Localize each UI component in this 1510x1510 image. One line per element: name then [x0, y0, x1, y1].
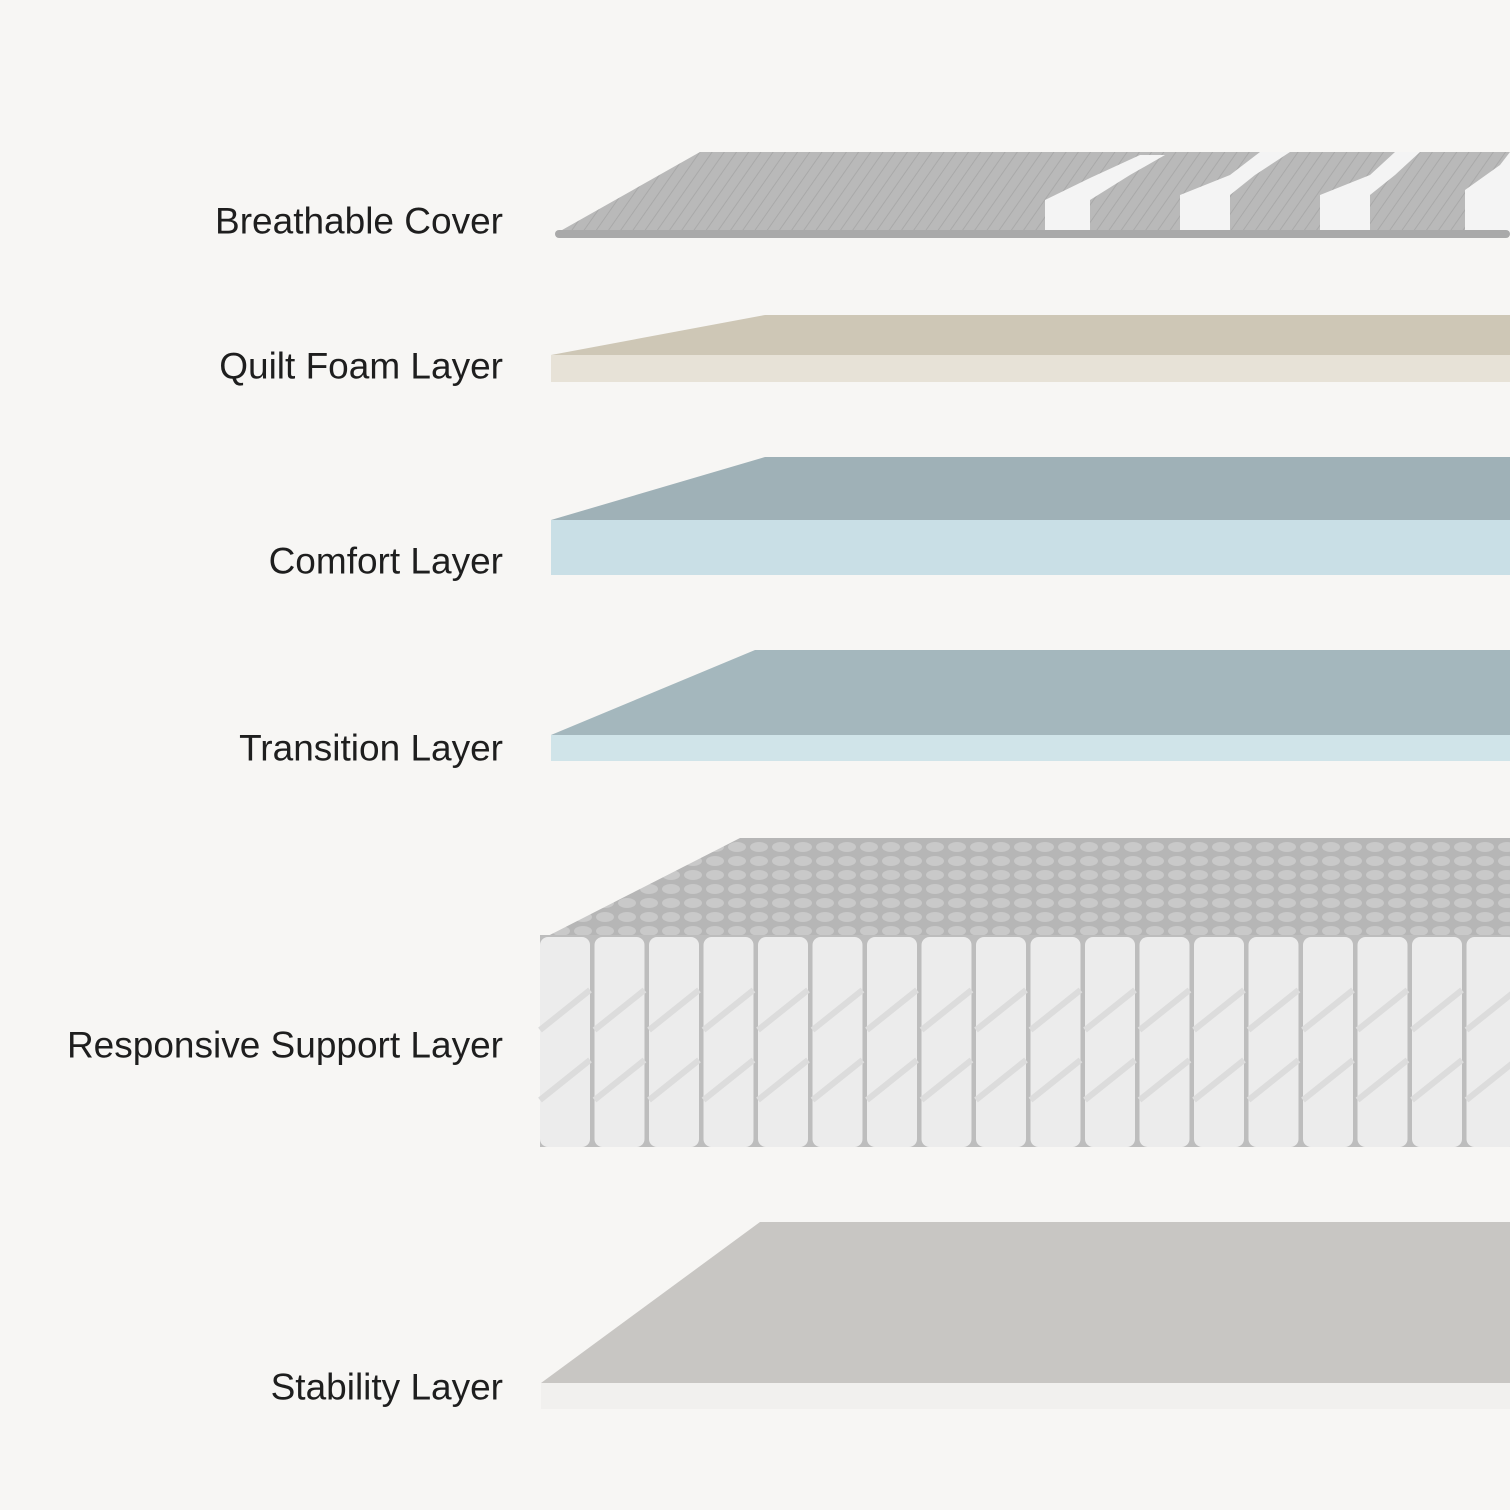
coil-twist-shading — [1083, 987, 1137, 1103]
responsive-support-layer — [538, 838, 1510, 1147]
label-quilt-foam-layer: Quilt Foam Layer — [219, 345, 503, 387]
stability-layer — [541, 1222, 1510, 1409]
coil-twist-shading — [1355, 987, 1410, 1103]
label-transition-layer: Transition Layer — [239, 727, 503, 769]
coil-twist-shading — [919, 987, 974, 1103]
pocket-coil — [594, 937, 645, 1147]
coil-twist-shading — [701, 987, 756, 1103]
pocket-coil — [1466, 937, 1510, 1147]
coil-twist-shading — [1028, 987, 1083, 1103]
pocket-coil — [1357, 937, 1408, 1147]
quilt-foam-layer — [551, 315, 1510, 382]
coil-twist-shading — [865, 987, 919, 1103]
label-responsive-support-layer: Responsive Support Layer — [66, 1024, 503, 1066]
transition-layer — [551, 650, 1510, 761]
pocket-coil — [1303, 937, 1353, 1147]
label-breathable-cover: Breathable Cover — [215, 200, 503, 242]
coil-twist-shading — [1410, 987, 1464, 1103]
pocket-coil — [921, 937, 972, 1147]
pocket-coil — [1139, 937, 1190, 1147]
coil-twist-shading — [538, 987, 592, 1103]
coil-twist-shading — [1137, 987, 1192, 1103]
breathable-cover-layer — [555, 152, 1510, 238]
pocket-coil — [649, 937, 699, 1147]
coil-twist-shading — [592, 987, 647, 1103]
pocket-coil — [1085, 937, 1135, 1147]
pocket-coil — [703, 937, 754, 1147]
coil-twist-shading — [647, 987, 701, 1103]
coil-twist-shading — [974, 987, 1028, 1103]
pocket-coil — [540, 937, 590, 1147]
label-stability-layer: Stability Layer — [270, 1366, 503, 1408]
pocket-coil — [812, 937, 863, 1147]
coil-twist-shading — [1464, 991, 1510, 1103]
cover-white-stripes — [1045, 152, 1510, 234]
coil-twist-shading — [1301, 987, 1355, 1103]
coil-twist-shading — [756, 987, 810, 1103]
coil-twist-shading — [810, 987, 865, 1103]
pocket-coil — [1194, 937, 1244, 1147]
coil-twist-shading — [1246, 987, 1301, 1103]
pocket-coil — [976, 937, 1026, 1147]
pocket-coil — [1248, 937, 1299, 1147]
coil-twist-shading — [1192, 987, 1246, 1103]
label-comfort-layer: Comfort Layer — [268, 540, 503, 582]
pocket-coil — [867, 937, 917, 1147]
pocket-coil — [1030, 937, 1081, 1147]
pocket-coil — [1412, 937, 1462, 1147]
pocket-coil — [758, 937, 808, 1147]
comfort-layer — [551, 457, 1510, 575]
